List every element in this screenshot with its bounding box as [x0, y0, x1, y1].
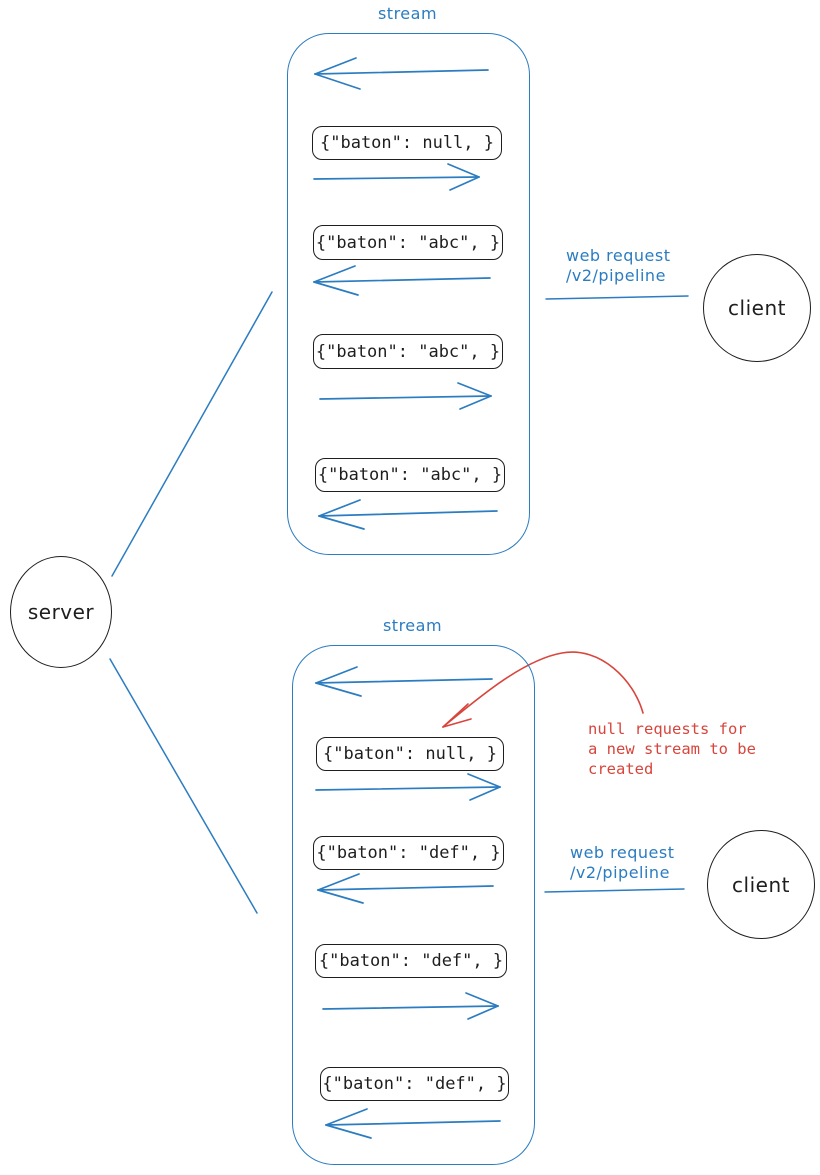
- web-request-label-top: web request /v2/pipeline: [566, 246, 671, 286]
- bottom-web-request-line: [544, 888, 685, 893]
- stream-container-top: [287, 33, 530, 555]
- top-web-request-line: [545, 295, 689, 300]
- server-node: server: [10, 556, 112, 668]
- baton-message-def-1: {"baton": "def", }: [313, 836, 504, 870]
- client-label-top: client: [728, 296, 786, 320]
- web-request-line1-bottom: web request: [570, 843, 675, 862]
- annotation-line2: a new stream to be: [588, 740, 756, 758]
- annotation-line1: null requests for: [588, 720, 747, 738]
- server-to-bottom-stream-line: [109, 658, 258, 914]
- web-request-line2-top: /v2/pipeline: [566, 266, 666, 285]
- baton-message-def-2: {"baton": "def", }: [315, 944, 507, 978]
- web-request-line1-top: web request: [566, 246, 671, 265]
- web-request-line2-bottom: /v2/pipeline: [570, 863, 670, 882]
- web-request-label-bottom: web request /v2/pipeline: [570, 843, 675, 883]
- null-annotation-text: null requests for a new stream to be cre…: [588, 719, 788, 779]
- stream-label-bottom: stream: [382, 616, 443, 635]
- baton-message-abc-1: {"baton": "abc", }: [313, 225, 503, 260]
- stream-container-bottom: [292, 645, 535, 1165]
- baton-message-null-top: {"baton": null, }: [312, 126, 502, 160]
- baton-message-abc-2: {"baton": "abc", }: [313, 334, 503, 369]
- baton-message-null-bottom: {"baton": null, }: [316, 737, 504, 771]
- baton-message-def-3: {"baton": "def", }: [320, 1067, 509, 1101]
- stream-label-top: stream: [377, 4, 438, 23]
- baton-message-abc-3: {"baton": "abc", }: [315, 458, 505, 492]
- client-node-top: client: [703, 254, 811, 362]
- server-to-top-stream-line: [111, 291, 273, 577]
- client-node-bottom: client: [707, 830, 815, 939]
- annotation-line3: created: [588, 760, 654, 778]
- client-label-bottom: client: [732, 872, 790, 897]
- server-label: server: [27, 600, 95, 624]
